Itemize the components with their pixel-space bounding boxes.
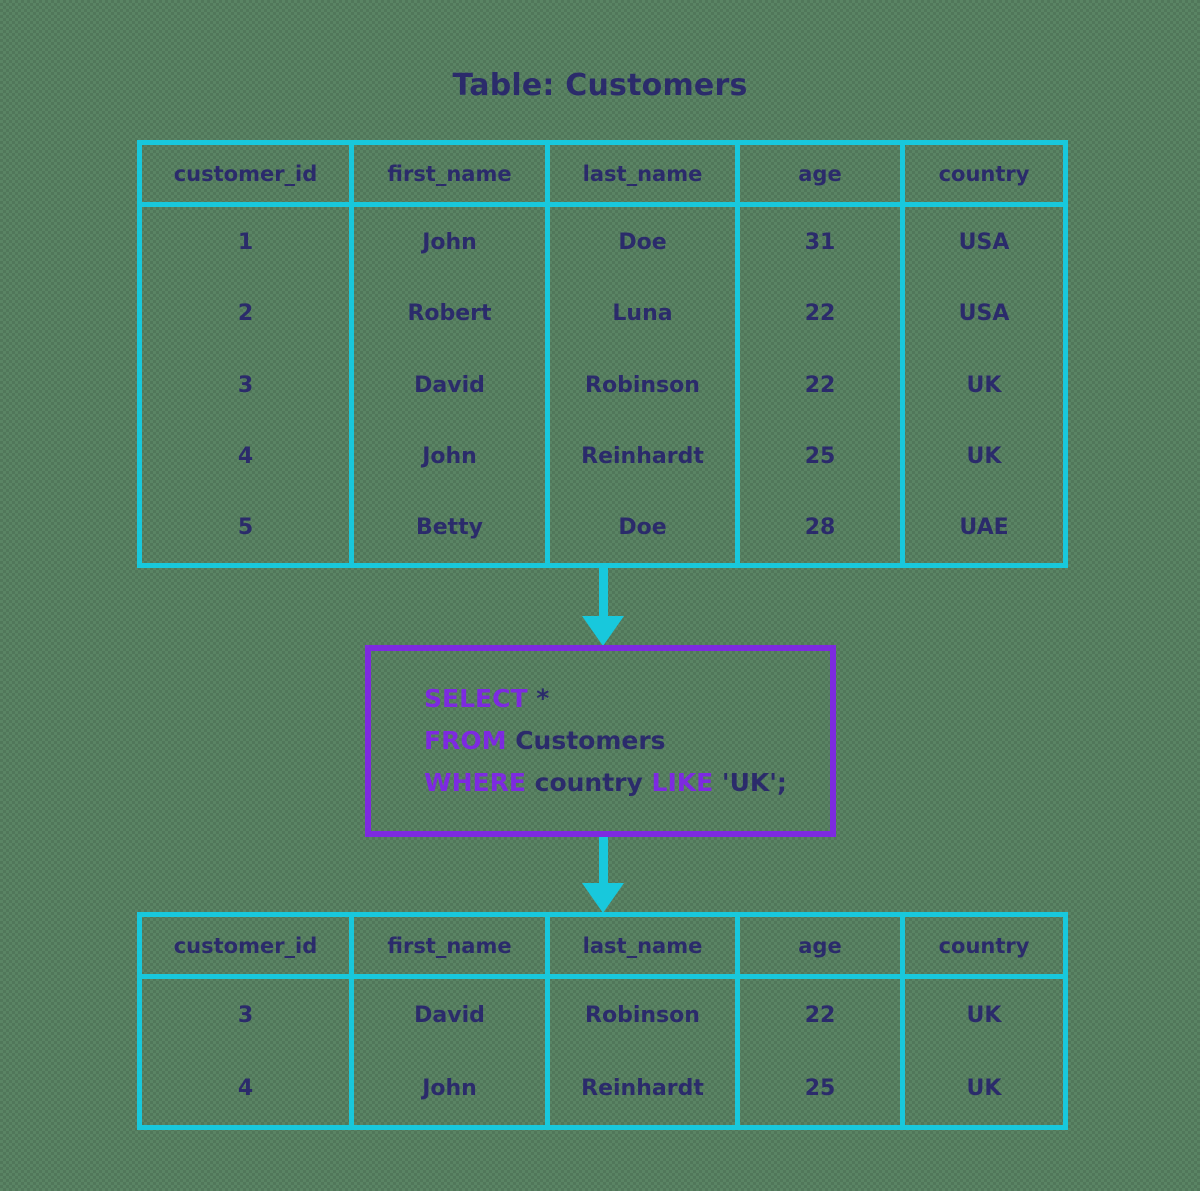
result-cell-age: 25: [740, 1052, 905, 1125]
sql-token: Customers: [515, 726, 666, 755]
sql-token: 'UK';: [721, 768, 787, 797]
source-cell-first-name: David: [354, 349, 550, 421]
result-column-header-last-name: last_name: [550, 917, 740, 974]
source-cell-country: UK: [966, 443, 1002, 469]
page-title: Table: Customers: [452, 68, 748, 103]
source-cell-country: UK: [966, 372, 1002, 398]
source-cell-first-name: Betty: [354, 491, 550, 564]
source-cell-country: USA: [958, 301, 1010, 327]
source-cell-age: 31: [740, 207, 905, 279]
sql-keyword: FROM: [424, 726, 507, 755]
source-cell-last-name: Robinson: [550, 349, 740, 421]
result-cell-country: UK: [966, 1076, 1002, 1101]
arrow-head: [582, 616, 624, 646]
result-cell-first-name: David: [354, 979, 550, 1052]
result-column-header-first-name: first_name: [354, 917, 550, 974]
sql-token: [506, 726, 515, 755]
arrow-shaft: [598, 837, 608, 883]
result-cell-last-name: Robinson: [550, 979, 740, 1052]
sql-token: [713, 768, 722, 797]
source-cell-customer-id: 4: [142, 420, 354, 492]
source-column-header-country: country: [938, 161, 1030, 186]
source-cell-age: 28: [740, 491, 905, 564]
sql-token: country: [534, 768, 643, 797]
arrow-shaft: [598, 568, 608, 616]
sql-line-2: FROM Customers: [424, 720, 830, 762]
source-column-header-last-name: last_name: [550, 145, 740, 202]
result-column-header-age: age: [740, 917, 905, 974]
source-cell-customer-id: 5: [142, 491, 354, 564]
sql-token: [643, 768, 652, 797]
source-cell-age: 22: [740, 349, 905, 421]
sql-keyword: WHERE: [424, 768, 526, 797]
source-cell-customer-id: 3: [142, 349, 354, 421]
source-cell-last-name: Reinhardt: [550, 420, 740, 492]
source-cell-age: 22: [740, 278, 905, 350]
arrow-table-to-query-icon: [582, 568, 624, 646]
source-cell-age: 25: [740, 420, 905, 492]
source-cell-last-name: Doe: [550, 491, 740, 564]
source-cell-customer-id: 2: [142, 278, 354, 350]
result-cell-customer-id: 3: [142, 979, 354, 1052]
result-cell-customer-id: 4: [142, 1052, 354, 1125]
arrow-query-to-result-icon: [582, 837, 624, 913]
sql-token: *: [536, 684, 550, 713]
source-cell-country: USA: [958, 230, 1010, 256]
sql-token: [528, 684, 537, 713]
result-cell-first-name: John: [354, 1052, 550, 1125]
result-column-header-customer-id: customer_id: [142, 917, 354, 974]
sql-keyword: LIKE: [651, 768, 714, 797]
result-cell-last-name: Reinhardt: [550, 1052, 740, 1125]
source-column-header-customer-id: customer_id: [142, 145, 354, 202]
source-cell-first-name: Robert: [354, 278, 550, 350]
source-cell-country: UAE: [959, 514, 1009, 540]
source-cell-customer-id: 1: [142, 207, 354, 279]
sql-token: [526, 768, 535, 797]
source-column-header-first-name: first_name: [354, 145, 550, 202]
sql-line-3: WHERE country LIKE 'UK';: [424, 762, 830, 804]
source-cell-last-name: Doe: [550, 207, 740, 279]
source-cell-first-name: John: [354, 420, 550, 492]
sql-keyword: SELECT: [424, 684, 528, 713]
source-column-header-age: age: [740, 145, 905, 202]
arrow-head: [582, 883, 624, 913]
result-cell-country: UK: [966, 1003, 1002, 1028]
source-cell-first-name: John: [354, 207, 550, 279]
source-cell-last-name: Luna: [550, 278, 740, 350]
sql-line-1: SELECT *: [424, 678, 830, 720]
result-column-header-country: country: [938, 933, 1030, 958]
result-cell-age: 22: [740, 979, 905, 1052]
